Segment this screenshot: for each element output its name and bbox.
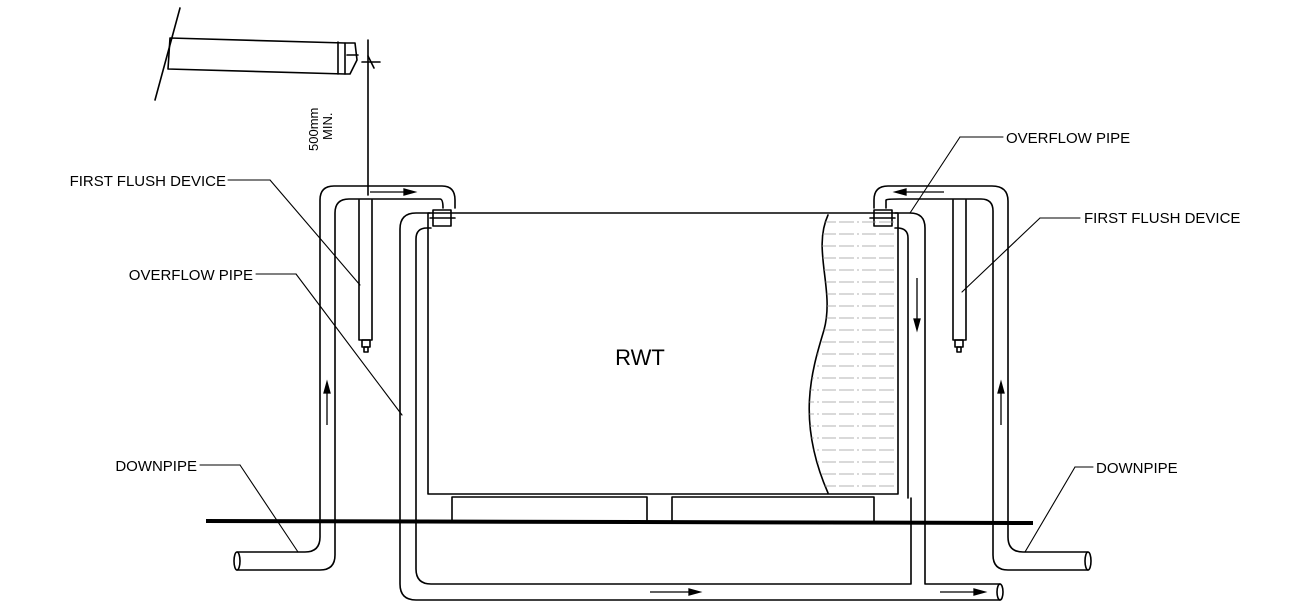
leader-lines xyxy=(199,136,1094,553)
dimension-value-label: 500mm xyxy=(306,108,321,151)
overflow-pipe-left xyxy=(399,209,1001,601)
dimension-note-label: MIN. xyxy=(320,113,335,140)
ground-line xyxy=(205,519,1034,525)
tank-label: RWT xyxy=(615,345,665,370)
first-flush-device-left xyxy=(358,199,373,353)
roof-gutter xyxy=(154,7,359,101)
downpipe-left xyxy=(233,185,456,571)
overflow-pipe-left-label: OVERFLOW PIPE xyxy=(129,267,253,284)
downpipe-left-label: DOWNPIPE xyxy=(115,458,197,475)
first-flush-device-left-label: FIRST FLUSH DEVICE xyxy=(70,173,226,190)
overflow-pipe-right-label: OVERFLOW PIPE xyxy=(1006,130,1130,147)
downpipe-right xyxy=(873,185,1092,571)
downpipe-right-label: DOWNPIPE xyxy=(1096,460,1178,477)
dimension-line xyxy=(361,39,381,196)
first-flush-device-right xyxy=(952,199,967,353)
first-flush-device-right-label: FIRST FLUSH DEVICE xyxy=(1084,210,1240,227)
water-fill xyxy=(809,215,895,493)
flow-arrows xyxy=(323,188,1005,596)
